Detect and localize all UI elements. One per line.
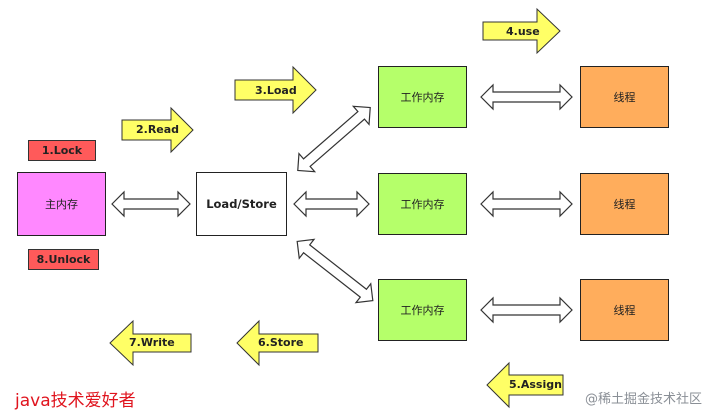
op-arrow-load xyxy=(234,65,317,115)
working-memory-label: 工作内存 xyxy=(400,304,445,317)
double-arrow-loadstore-work3 xyxy=(296,238,374,304)
main-memory-label: 主内存 xyxy=(45,198,78,211)
watermark-text: @稀土掘金技术社区 xyxy=(584,392,702,407)
load-label: 3.Load xyxy=(255,84,297,97)
thread-label: 线程 xyxy=(613,198,636,211)
double-arrow-work1-thread1 xyxy=(480,83,573,111)
double-arrow-loadstore-work1 xyxy=(297,105,371,173)
op-arrow-write xyxy=(109,319,192,367)
double-arrow-loadstore-work2 xyxy=(293,190,370,218)
op-arrow-read xyxy=(121,106,194,154)
write-label: 7.Write xyxy=(129,336,175,349)
double-arrow-work3-thread3 xyxy=(480,296,573,324)
unlock-label: 8.Unlock xyxy=(36,253,91,266)
watermark: @稀土掘金技术社区 xyxy=(585,388,702,407)
op-arrow-assign xyxy=(486,361,564,409)
unlock-tag: 8.Unlock xyxy=(28,249,99,270)
working-memory-box-2: 工作内存 xyxy=(378,173,467,235)
working-memory-label: 工作内存 xyxy=(400,198,445,211)
thread-label: 线程 xyxy=(613,304,636,317)
op-arrow-use xyxy=(482,7,561,55)
brand-text: java技术爱好者 xyxy=(15,391,136,411)
lock-tag: 1.Lock xyxy=(28,140,96,161)
double-arrow-main-loadstore xyxy=(111,190,191,218)
use-label: 4.use xyxy=(506,25,540,38)
load-store-label: Load/Store xyxy=(206,197,277,211)
thread-box-1: 线程 xyxy=(580,66,669,128)
lock-label: 1.Lock xyxy=(41,144,83,157)
main-memory-box: 主内存 xyxy=(17,172,106,236)
working-memory-box-1: 工作内存 xyxy=(378,66,467,128)
working-memory-box-3: 工作内存 xyxy=(378,279,467,341)
thread-box-3: 线程 xyxy=(580,279,669,341)
load-store-box: Load/Store xyxy=(196,172,287,236)
read-label: 2.Read xyxy=(136,123,180,136)
working-memory-label: 工作内存 xyxy=(400,91,445,104)
thread-box-2: 线程 xyxy=(580,173,669,235)
assign-label: 5.Assign xyxy=(509,378,562,391)
double-arrow-work2-thread2 xyxy=(480,190,573,218)
thread-label: 线程 xyxy=(613,91,636,104)
store-label: 6.Store xyxy=(258,336,304,349)
op-arrow-store xyxy=(236,319,319,367)
